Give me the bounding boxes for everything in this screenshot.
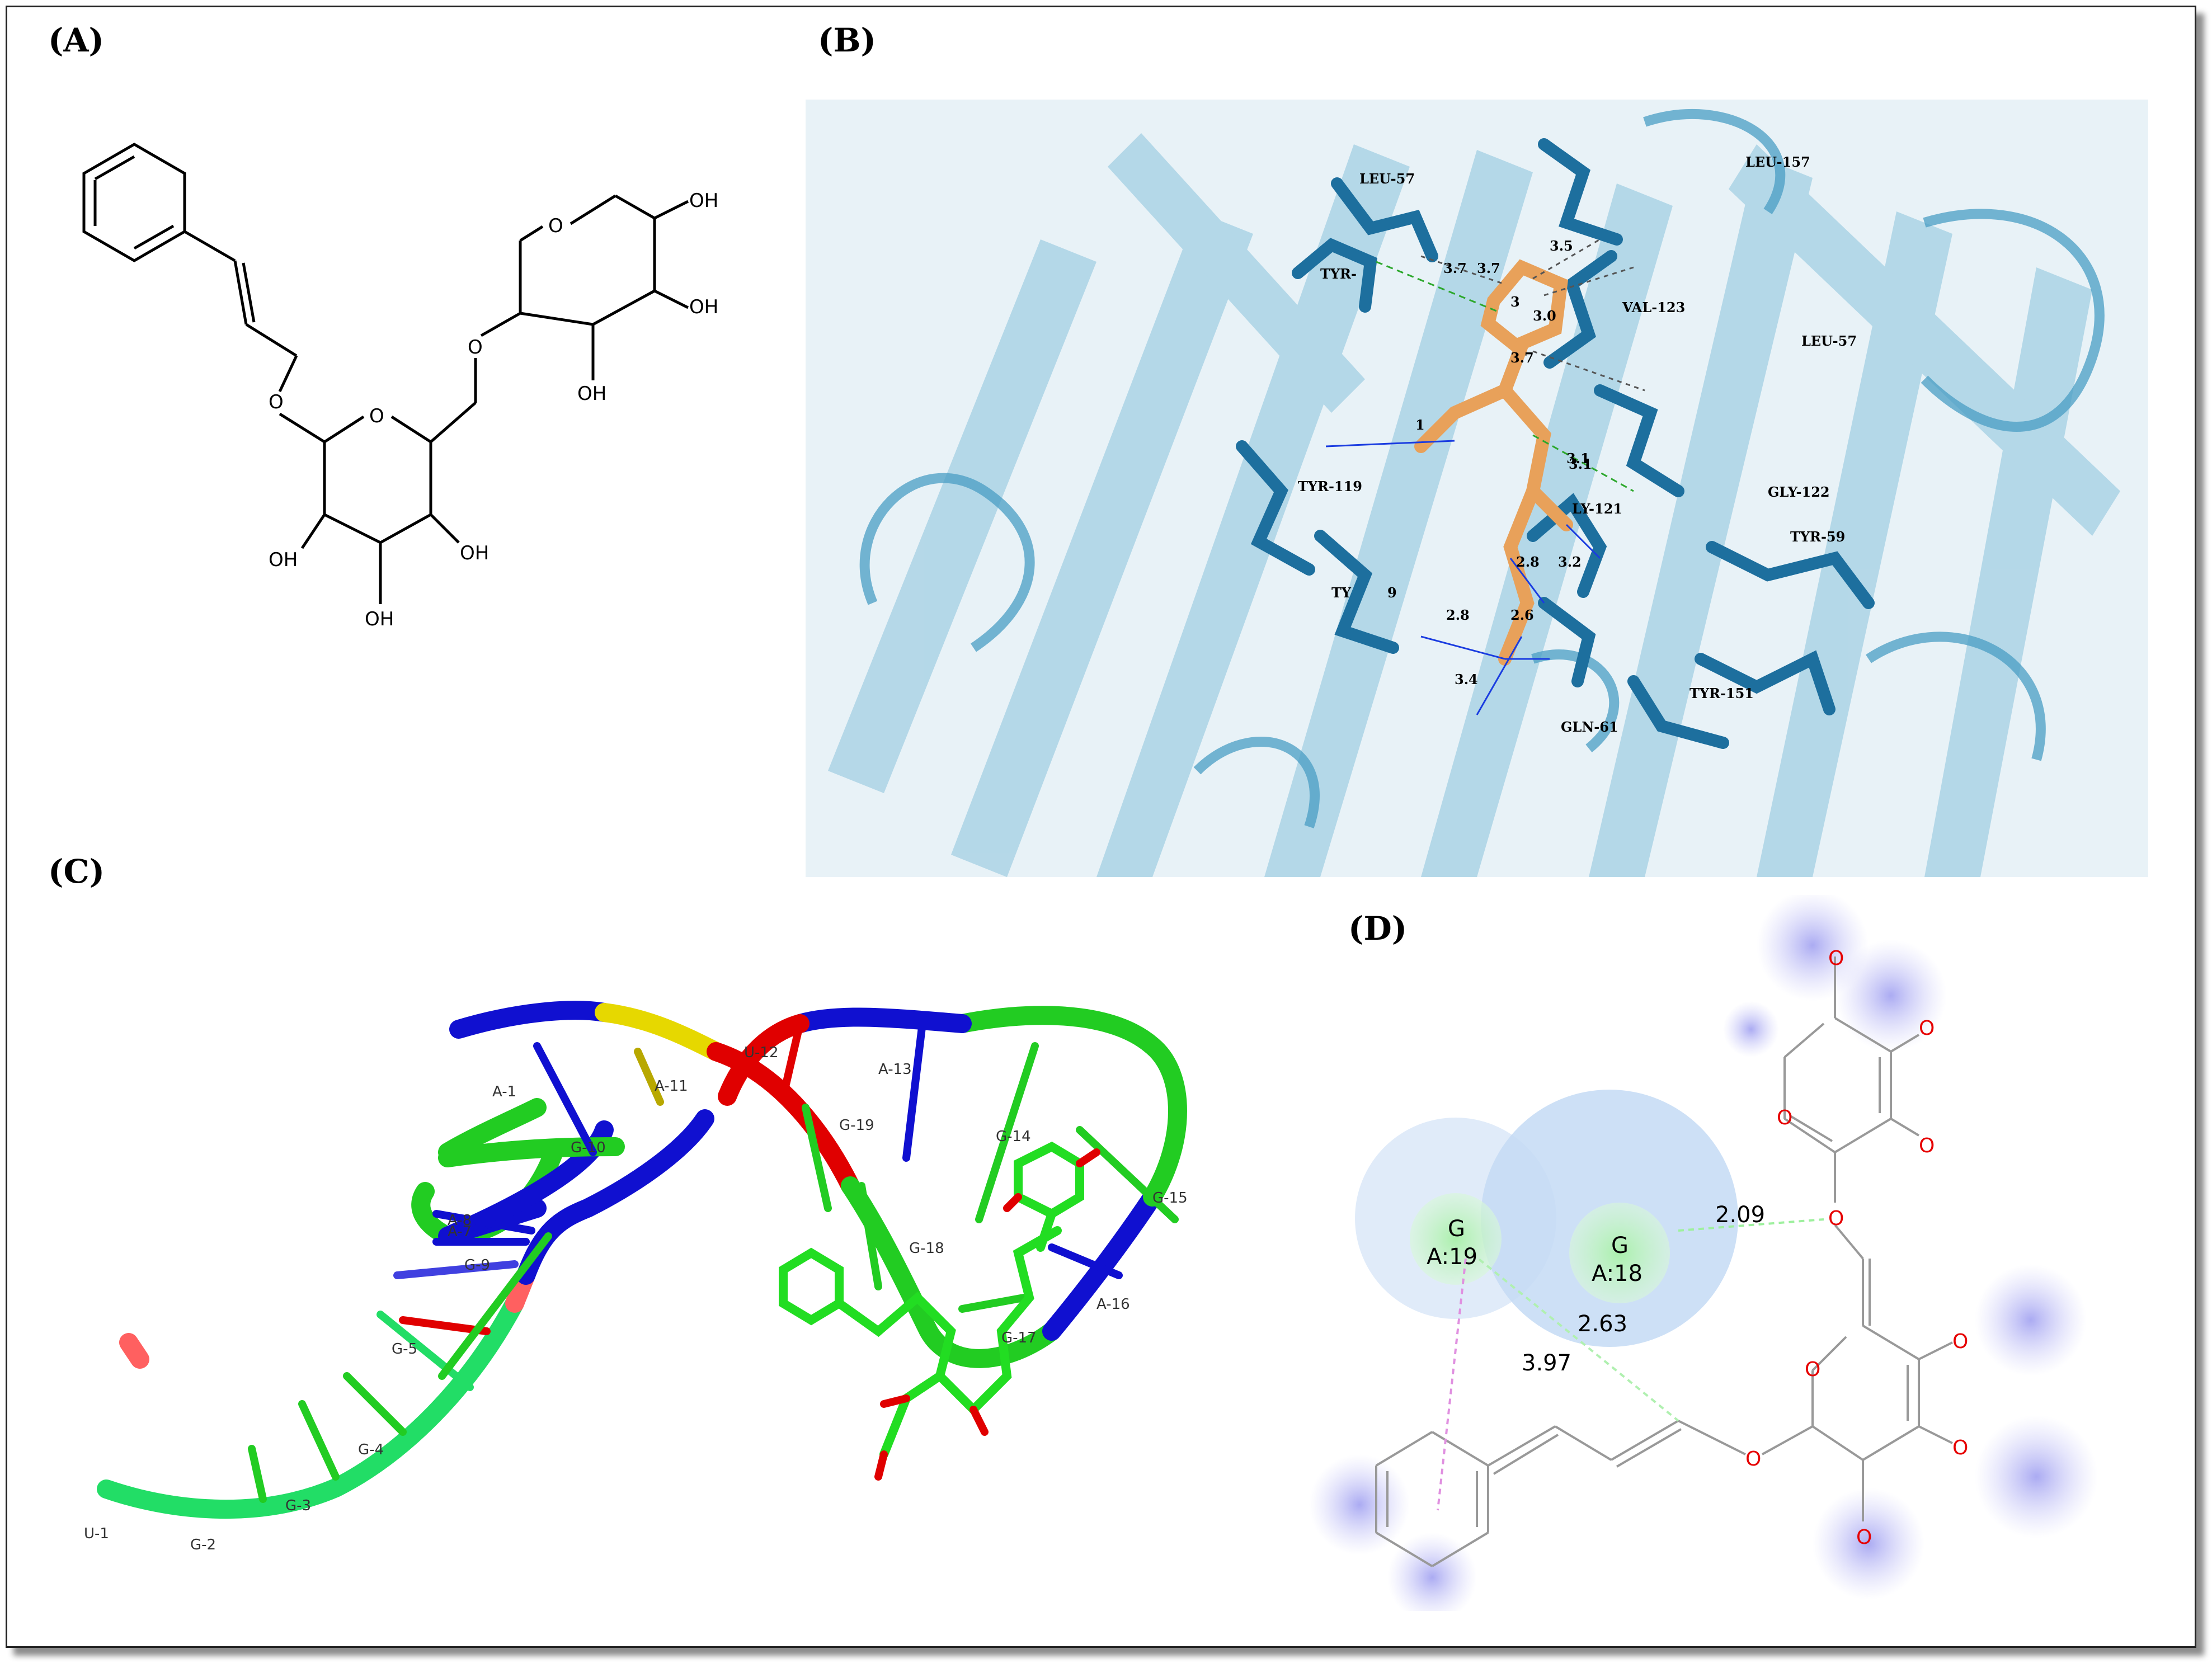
atom-oh-5: OH [365, 608, 394, 630]
atom-o-d3: O [1919, 1134, 1935, 1157]
atom-o-d9: O [1856, 1526, 1872, 1549]
residue-val123: VAL-123 [1622, 299, 1685, 315]
hbond-lines [1325, 440, 1601, 715]
ligand-bonds [1375, 956, 1953, 1567]
ligand-sticks [1414, 259, 1573, 666]
distance-10: 2.8 [1516, 554, 1540, 570]
nucleotide-u-1: U-1 [84, 1525, 109, 1542]
atom-oh-2: OH [689, 296, 718, 318]
nucleotide-g-19: G-19 [839, 1117, 874, 1134]
residue-leu57: LEU-57 [1801, 333, 1857, 349]
panel-label-c: (C) [48, 852, 105, 890]
rna-backbone [97, 1001, 1187, 1519]
nucleotide-g-10: G-10 [571, 1139, 606, 1156]
atom-oh-4: OH [269, 549, 298, 571]
atom-o-d5: O [1828, 1207, 1844, 1230]
nucleotide-a-11: A-11 [655, 1078, 688, 1095]
residue-tyr59: TYR-59 [1790, 529, 1845, 545]
solvent-halos [1309, 895, 2098, 1611]
atom-oh-3: OH [577, 383, 606, 405]
residue-g18-chain: A:18 [1592, 1261, 1642, 1287]
distance-5: 3.0 [1533, 308, 1556, 324]
distance-12: 2.8 [1446, 607, 1470, 623]
distance-3: 3.5 [1550, 238, 1573, 254]
distance-2: 3.7 [1477, 260, 1500, 276]
nucleotide-g-14: G-14 [996, 1128, 1031, 1145]
distance-1: 3.7 [1443, 260, 1467, 276]
distance-6: 3.7 [1510, 350, 1534, 366]
nucleotide-g-17: G-17 [1001, 1330, 1037, 1346]
residue-g19-disc [1410, 1193, 1502, 1285]
atom-o-1: O [269, 391, 284, 413]
distance-14: 3.4 [1455, 671, 1478, 687]
distance-4: 3 [1510, 294, 1520, 310]
atom-o-d10: O [1745, 1448, 1761, 1471]
residue-g19-name: G [1448, 1216, 1465, 1242]
nucleotide-g-18: G-18 [909, 1240, 944, 1257]
atom-o-2: O [369, 405, 384, 427]
residue-tyr119: TYR-119 [1298, 478, 1362, 494]
distance-9: 1 [1415, 417, 1425, 433]
nucleotide-a-8: A-8 [448, 1212, 472, 1229]
atom-o-d8: O [1952, 1436, 1968, 1459]
interaction-lines [1437, 1218, 1824, 1511]
distance-8: 3.1 [1569, 456, 1592, 472]
nucleotide-u-12: U-12 [744, 1044, 779, 1061]
distance-13: 2.6 [1510, 607, 1534, 623]
atom-o-4: O [548, 215, 563, 237]
panel-label-a: (A) [48, 21, 104, 59]
benzene-ring [82, 143, 186, 262]
distance-d2: 2.63 [1578, 1311, 1627, 1337]
residue-g18-disc [1569, 1203, 1670, 1303]
structure-bonds [82, 143, 689, 604]
residue-tyr151: TYR-151 [1689, 685, 1754, 701]
residue-ly121: LY-121 [1572, 501, 1622, 517]
panel-d-interactions: O O O O O O O O O O G A:19 G A:18 2.09 2… [1309, 895, 2098, 1611]
atom-o-d4: O [1777, 1106, 1792, 1129]
residue-g19-chain: A:19 [1427, 1244, 1477, 1270]
residue-leu157: LEU-157 [1745, 154, 1810, 170]
atom-o-d2: O [1919, 1017, 1935, 1040]
atom-o-d6: O [1805, 1358, 1820, 1381]
nucleotide-g-4: G-4 [358, 1441, 384, 1458]
rna-bases [248, 1014, 1179, 1503]
atom-oh-1: OH [689, 190, 718, 212]
residue-gln61: GLN-61 [1561, 719, 1618, 735]
residue-tyr: TYR- [1320, 266, 1357, 282]
distance-11: 3.2 [1558, 554, 1582, 570]
atom-oh-6: OH [460, 542, 489, 564]
panel-a-structure: O O O O OH OH OH OH OH OH [82, 143, 718, 630]
residue-gly122: GLY-122 [1768, 484, 1830, 500]
atom-o-d7: O [1952, 1330, 1968, 1353]
residue-leu57-top: LEU-57 [1359, 171, 1415, 187]
distance-d1: 2.09 [1715, 1202, 1765, 1228]
nucleotide-a-7: A-7 [448, 1223, 472, 1240]
hydrophobic-lines [1376, 261, 1634, 492]
distance-7: 3.1 [1566, 450, 1590, 467]
nucleotide-g-3: G-3 [285, 1497, 311, 1514]
panel-b-docking: LEU-57 LEU-157 TYR- VAL-123 LEU-57 TYR-1… [806, 100, 2148, 877]
nucleotide-g-15: G-15 [1152, 1190, 1188, 1207]
residue-sticks [1236, 138, 1875, 749]
nucleotide-g-2: G-2 [190, 1537, 216, 1553]
panel-c-rna: A-1 A-11 U-12 A-13 G-10 G-19 G-14 A-8 A-… [84, 1001, 1188, 1553]
rna-ligand-oxygens [874, 1148, 1100, 1481]
panel-label-d: (D) [1348, 910, 1408, 948]
nucleotide-g-9: G-9 [464, 1257, 490, 1274]
panel-label-b: (B) [818, 21, 876, 59]
atom-o-3: O [468, 336, 483, 359]
distance-d3: 3.97 [1522, 1350, 1571, 1376]
nucleotide-a-1: A-1 [492, 1083, 516, 1100]
nucleotide-g-5: G-5 [392, 1341, 417, 1358]
nucleotide-a-16: A-16 [1096, 1296, 1130, 1313]
residue-g18-name: G [1611, 1233, 1629, 1259]
protein-loops [859, 109, 2105, 828]
residue-9: 9 [1387, 585, 1397, 601]
nucleotide-a-13: A-13 [878, 1061, 912, 1078]
residue-ty: TY [1331, 585, 1352, 601]
atom-o-d1: O [1828, 947, 1844, 970]
vdw-lines [1420, 238, 1645, 392]
